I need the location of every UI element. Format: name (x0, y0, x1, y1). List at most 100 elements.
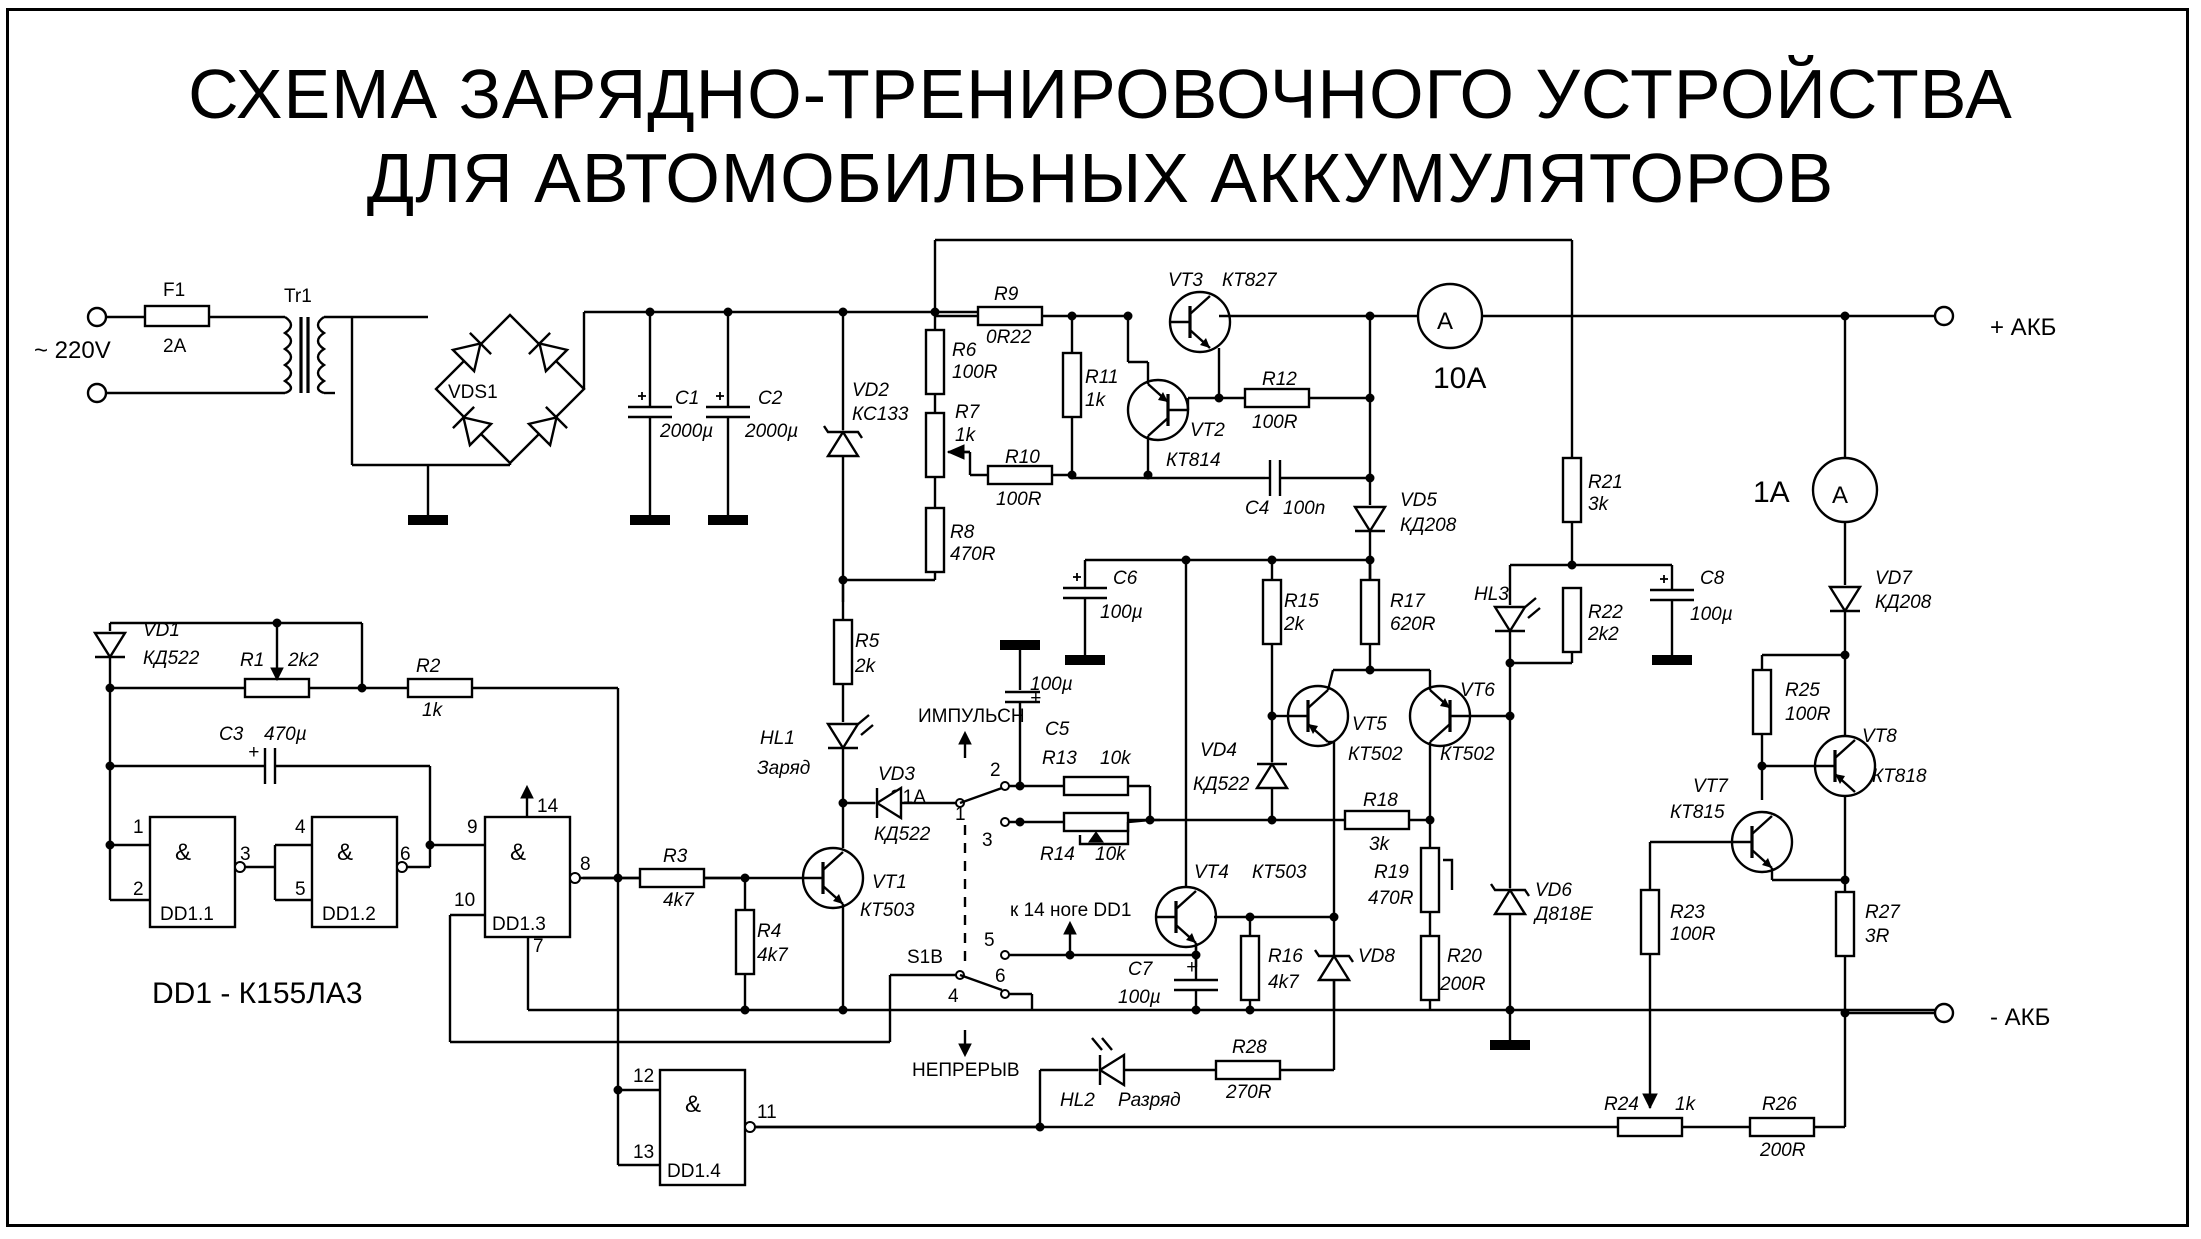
pin-3-label: 3 (982, 830, 993, 851)
R3-R4: R3 4k7 R4 4k7 (583, 846, 789, 1015)
C6-value: 100µ (1100, 602, 1143, 623)
DD1-4-symbol: & (685, 1091, 701, 1118)
ammeter-10A-symbol: A (1437, 308, 1453, 335)
R28-name: R28 (1232, 1037, 1267, 1058)
filter-caps: C1 2000µ C2 2000µ (626, 307, 798, 525)
pin-7: 7 (533, 936, 544, 957)
VD3-value: КД522 (874, 824, 931, 845)
C2-value: 2000µ (744, 421, 798, 442)
C4-name: C4 (1245, 498, 1269, 519)
VT2-transistor: VT2 КТ814 (1126, 360, 1225, 480)
pin-4: 4 (295, 817, 306, 838)
R23-R24-R26-R27: R23 100R R27 3R R24 1k R26 200R (735, 880, 1901, 1161)
C4-value: 100n (1283, 498, 1325, 519)
VT5-name: VT5 (1352, 714, 1387, 735)
VT1: VT1 КТ503 (700, 846, 915, 1015)
R16-VD8: R16 4k7 VD8 (1239, 917, 1395, 1072)
C5-R13-R14: + C5 100µ R13 10k R14 10k (1000, 640, 1160, 865)
C2-name: C2 (758, 388, 783, 409)
VDS1-name: VDS1 (448, 382, 498, 403)
R19-value: 470R (1368, 888, 1414, 909)
ammeter-10A: A 10A (1365, 282, 1935, 395)
VD4-value: КД522 (1193, 774, 1250, 795)
pin-8: 8 (580, 854, 591, 875)
R19-trimmer: R19 470R R20 200R (1368, 846, 1486, 1010)
R24-value: 1k (1675, 1094, 1697, 1115)
C1-value: 2000µ (659, 421, 713, 442)
R25-value: 100R (1785, 704, 1831, 725)
R25-name: R25 (1785, 680, 1820, 701)
switch-S1: ИМПУЛЬСН 2 S1A 1 3 к 14 ноге DD1 5 S1B 4… (450, 706, 1131, 1081)
R28-value: 270R (1225, 1082, 1272, 1103)
drawing-frame (6, 8, 2189, 1227)
VD1-R1-R2: VD1 КД522 R1 2k2 R2 1k (93, 618, 620, 1090)
R21-value: 3k (1588, 494, 1610, 515)
VD6-name: VD6 (1535, 880, 1572, 901)
R6-R7-R8-divider: R6 100R R7 1k R8 470R (838, 316, 998, 585)
minus-bus: - АКБ (528, 1002, 2050, 1031)
VT8: VT8 КТ818 (1813, 655, 1927, 880)
R14-value: 10k (1095, 844, 1127, 865)
VT6-name: VT6 (1460, 680, 1495, 701)
VD4: VD4 КД522 (1193, 725, 1289, 825)
ammeter-10A-range: 10A (1433, 362, 1486, 395)
pin-13: 13 (633, 1142, 654, 1163)
HL1-name: HL1 (760, 728, 795, 749)
VT7-value: КТ815 (1670, 802, 1725, 823)
HL1-value: Заряд (757, 758, 810, 779)
VD1-name: VD1 (143, 620, 180, 641)
VT7-name: VT7 (1693, 776, 1729, 797)
R16-name: R16 (1268, 946, 1303, 967)
R5-name: R5 (855, 631, 880, 652)
VT7: VT7 КТ815 (1648, 766, 1850, 890)
C7-plus: + (1186, 957, 1197, 978)
R17-name: R17 (1390, 591, 1426, 612)
VT1-value: КТ503 (860, 900, 915, 921)
VD2-name: VD2 (852, 380, 889, 401)
pin-5-label: 5 (984, 930, 995, 951)
R20-name: R20 (1447, 946, 1482, 967)
C3-value: 470µ (264, 724, 307, 745)
VD4-name: VD4 (1200, 740, 1237, 761)
R10-and-wiper: R10 100R (948, 447, 1072, 510)
R12-value: 100R (1252, 412, 1298, 433)
HL3-name: HL3 (1474, 584, 1509, 605)
pin-1-label: 1 (955, 804, 966, 825)
R23-value: 100R (1670, 924, 1716, 945)
mains-label: ~ 220V (34, 337, 111, 364)
R15-name: R15 (1284, 591, 1319, 612)
DD1-1-name: DD1.1 (160, 904, 214, 925)
R9-name: R9 (994, 284, 1019, 305)
continuous-label: НЕПРЕРЫВ (912, 1060, 1020, 1081)
VT2-name: VT2 (1190, 420, 1225, 441)
ammeter-1A-range: 1A (1753, 476, 1790, 509)
HL2-value: Разряд (1118, 1090, 1181, 1111)
R16-value: 4k7 (1268, 972, 1300, 993)
R13-value: 10k (1100, 748, 1132, 769)
R4-name: R4 (757, 921, 781, 942)
DD1-4-name: DD1.4 (667, 1161, 721, 1182)
R4-value: 4k7 (757, 945, 789, 966)
C5-value: 100µ (1030, 674, 1073, 695)
VT3-wiring (1214, 314, 1370, 403)
pin-11: 11 (757, 1102, 777, 1123)
C7-name: C7 (1128, 959, 1154, 980)
C7-value: 100µ (1118, 987, 1161, 1008)
R26-value: 200R (1759, 1140, 1806, 1161)
R20-value: 200R (1439, 974, 1486, 995)
VT3-transistor: VT3 КТ827 (1126, 270, 1278, 362)
mains-input: ~ 220V (34, 306, 285, 404)
pin-10: 10 (454, 890, 475, 911)
C3-plus: + (248, 742, 259, 763)
VD6-value: Д818Е (1533, 904, 1593, 925)
C3-name: C3 (219, 724, 244, 745)
gate-DD1-3: & DD1.3 9 14 10 7 8 (448, 784, 640, 1042)
R15-value: 2k (1283, 614, 1306, 635)
R7-value: 1k (955, 425, 977, 446)
VT6: VT6 КТ502 (1408, 670, 1515, 820)
VT3-value: КТ827 (1222, 270, 1278, 291)
R19-name: R19 (1374, 862, 1409, 883)
R8-value: 470R (950, 544, 996, 565)
R17: R17 620R (1333, 560, 1436, 675)
